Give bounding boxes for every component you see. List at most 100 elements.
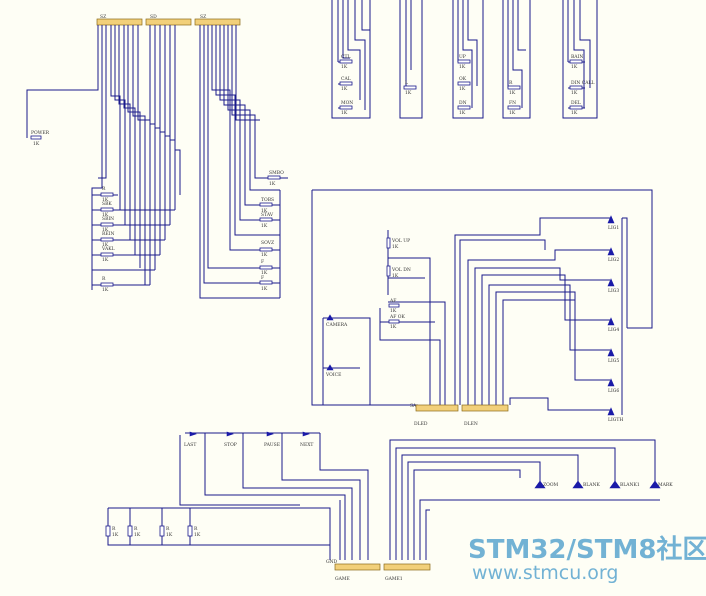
col1-value-2: 1K <box>341 86 348 92</box>
zoom-led-icon <box>534 480 546 489</box>
bottom-resistor-2 <box>127 525 133 537</box>
bottom-resistor-1 <box>105 525 111 537</box>
col4-label-1: R <box>509 80 513 86</box>
col1-value-3: 1K <box>341 110 348 116</box>
ligth-led-icon <box>607 407 615 416</box>
col1-label-3: MON <box>341 100 353 106</box>
af-ok-label: AF OK <box>389 314 405 320</box>
af-resistor <box>388 303 400 308</box>
left-resistor-1-value: 1K <box>102 197 109 203</box>
col1-value-1: 1K <box>341 64 348 70</box>
left-resistor-1-name: R <box>102 186 106 192</box>
stop-label: STOP <box>224 442 237 448</box>
connector-sz-1 <box>96 18 143 26</box>
bottom-resistor-2-value: 1K <box>134 532 141 538</box>
left-resistor-list: R 1K SBK 1K SBIN 1K REIN 1K VAKL 1K R 1K <box>100 186 115 293</box>
bottom-resistor-3-name: R <box>166 526 170 532</box>
col3-label-1: UP <box>459 54 466 60</box>
bottom-resistor-list: R 1K R 1K R 1K R 1K <box>105 525 201 538</box>
mark-led-icon <box>649 480 661 489</box>
power-wire <box>26 25 99 138</box>
col5-label-2: DIN CALL <box>571 80 594 86</box>
watermark-line2: www.stmcu.org <box>472 562 618 584</box>
right-resistor-5-name: F <box>261 259 264 265</box>
af-ok-resistor <box>388 319 400 324</box>
lig4-led-icon <box>607 317 615 326</box>
next-label: NEXT <box>300 442 313 448</box>
left-resistor-1 <box>100 192 114 197</box>
right-resistor-list: SMBO 1K TOBS 1K STAV 1K SOVZ 1K F 1K F 1… <box>259 170 284 292</box>
col5-resistor-3 <box>569 105 583 110</box>
right-resistor-5-value: 1K <box>261 270 268 276</box>
right-resistor-4 <box>259 247 273 252</box>
col3-resistor-1 <box>457 59 471 64</box>
col1-label-2: CAL <box>341 76 351 82</box>
top-left-block: SZ SD SZ POWER 1K <box>26 14 288 299</box>
right-led-list: LIG1 LIG2 LIG3 LIG4 LIG5 LIG6 LIGTH <box>607 215 623 423</box>
col1-resistor-2 <box>339 81 353 86</box>
watermark: STM32/STM8社区 www.stmcu.org <box>468 534 706 584</box>
game-connector <box>334 563 381 571</box>
game1-label: GAME1 <box>385 576 403 582</box>
connector-label-2: SD <box>150 14 157 20</box>
vol-up-resistor <box>386 237 391 249</box>
bottom-resistor-2-name: R <box>134 526 138 532</box>
col4-value-1: 1K <box>509 90 516 96</box>
connector-label-1: SZ <box>100 14 106 20</box>
bottom-top-led-list: LAST STOP PAUSE NEXT <box>184 431 313 448</box>
blank-label: BLANK <box>583 482 600 488</box>
connector-sd <box>145 18 192 26</box>
power-resistor <box>30 135 42 140</box>
lig5-led-icon <box>607 348 615 357</box>
dlen-connector <box>461 404 509 412</box>
right-resistor-3-value: 1K <box>261 223 268 229</box>
pause-label: PAUSE <box>264 442 280 448</box>
bottom-resistor-1-name: R <box>112 526 116 532</box>
last-led-icon <box>189 431 197 437</box>
left-resistor-3 <box>100 222 114 227</box>
right-resistor-6-value: 1K <box>261 286 268 292</box>
col2-label-1: L <box>405 80 408 86</box>
lig1-led-icon <box>607 215 615 224</box>
col4-resistor-1 <box>507 85 521 90</box>
bottom-resistor-3 <box>159 525 165 537</box>
col5-resistor-2 <box>569 85 583 90</box>
game-label: GAME <box>335 576 350 582</box>
mark-label: MARK <box>658 482 673 488</box>
col3-value-3: 1K <box>459 110 466 116</box>
gnd-label: GND <box>326 559 338 565</box>
bottom-resistor-4-value: 1K <box>194 532 201 538</box>
watermark-line1: STM32/STM8社区 <box>468 534 706 565</box>
vol-dn-value: 1K <box>392 273 399 279</box>
lig2-label: LIG2 <box>608 257 619 263</box>
right-resistor-3 <box>259 217 273 222</box>
middle-block: CAMERA VOICE VOL UP 1K VOL DN 1K AF 1K A… <box>311 189 653 427</box>
left-resistor-4 <box>100 237 114 242</box>
connector-sz-2 <box>194 18 241 26</box>
bottom-right-led-list: ZOOM BLANK BLANK1 MARK <box>534 480 673 489</box>
right-resistor-6 <box>259 280 273 285</box>
vol-dn-label: VOL DN <box>391 267 411 273</box>
left-resistor-2 <box>100 207 114 212</box>
af-label: AF <box>389 298 396 304</box>
col3-label-3: DN <box>459 100 467 106</box>
bottom-resistor-1-value: 1K <box>112 532 119 538</box>
col5-value-3: 1K <box>571 110 578 116</box>
sa-label: SA <box>410 403 417 409</box>
left-resistor-3-name: SBIN <box>102 216 114 222</box>
bottom-block: LAST STOP PAUSE NEXT ZOOM BLANK BLANK1 <box>105 431 673 582</box>
right-resistor-6-name: F <box>261 275 264 281</box>
left-resistor-6-name: R <box>102 276 106 282</box>
af-value: 1K <box>390 308 397 314</box>
power-value: 1K <box>33 141 40 147</box>
lig4-label: LIG4 <box>608 327 619 333</box>
lig1-label: LIG1 <box>608 225 619 231</box>
right-resistor-1-name: SMBO <box>269 170 284 176</box>
vol-up-label: VOL UP <box>391 238 410 244</box>
connector-label-3: SZ <box>200 14 206 20</box>
vol-up-value: 1K <box>392 244 399 250</box>
lig6-led-icon <box>607 378 615 387</box>
last-label: LAST <box>184 442 196 448</box>
col1-resistor-1 <box>339 59 353 64</box>
